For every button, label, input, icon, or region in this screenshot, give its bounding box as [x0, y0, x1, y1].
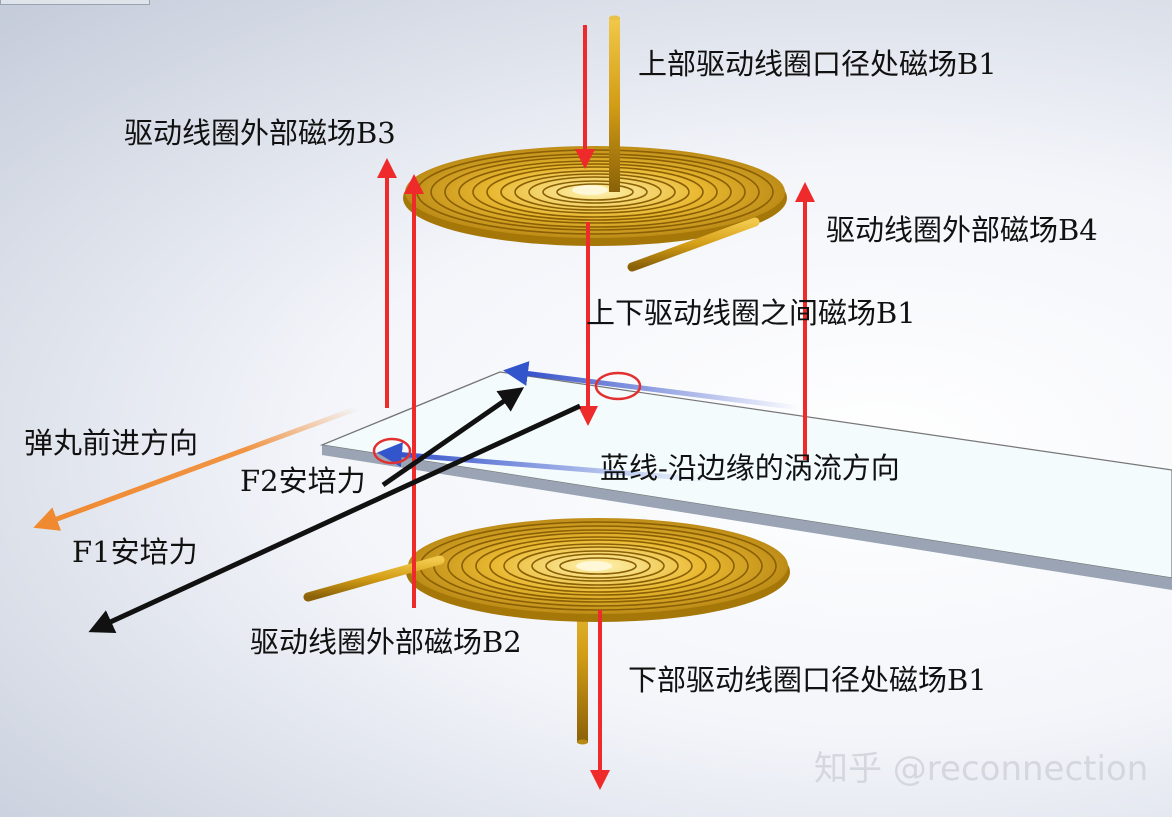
- label-projectile-direction: 弹丸前进方向: [24, 426, 199, 460]
- eddy-current-lines: [377, 361, 801, 483]
- projectile-plate: [319, 371, 1172, 590]
- force-arrows: [33, 387, 582, 633]
- label-f2: F2安培力: [240, 464, 366, 498]
- circle-marker-front: [372, 437, 412, 465]
- label-lower-coil-b1: 下部驱动线圈口径处磁场B1: [628, 663, 987, 697]
- f1-force-arrow: [88, 403, 582, 633]
- watermark: 知乎 @reconnection: [814, 749, 1149, 789]
- projectile-direction-arrow: [33, 405, 359, 531]
- circle-marker-back: [594, 371, 642, 401]
- label-b4: 驱动线圈外部磁场B4: [826, 213, 1098, 247]
- window-tab-fragment: [0, 0, 150, 5]
- label-b3: 驱动线圈外部磁场B3: [124, 116, 396, 150]
- upper-coil: [403, 15, 787, 272]
- eddy-current-arrow-back: [503, 361, 801, 411]
- circle-markers: [372, 371, 642, 465]
- f2-force-arrow: [381, 387, 525, 488]
- eddy-current-arrow-front: [377, 442, 711, 483]
- label-between-b1: 上下驱动线圈之间磁场B1: [586, 296, 916, 330]
- label-b2: 驱动线圈外部磁场B2: [250, 625, 522, 659]
- lower-coil: [303, 518, 790, 745]
- label-f1: F1安培力: [72, 535, 198, 569]
- label-upper-coil-b1: 上部驱动线圈口径处磁场B1: [638, 47, 997, 81]
- label-eddy-current: 蓝线-沿边缘的涡流方向: [600, 451, 900, 485]
- field-arrows: [377, 25, 815, 790]
